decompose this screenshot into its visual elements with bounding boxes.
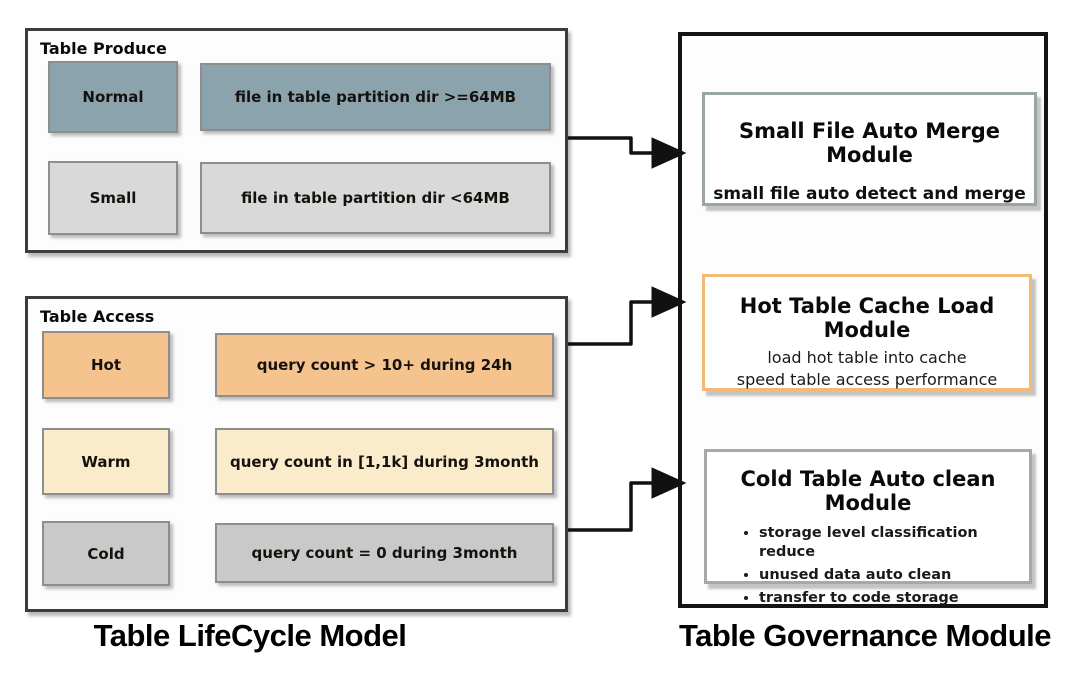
access-rule-hot: query count > 10+ during 24h: [215, 333, 554, 397]
cache-module-line1: load hot table into cache: [767, 348, 967, 367]
merge-module-title: Small File Auto Merge Module: [739, 119, 1000, 167]
access-rule-cold: query count = 0 during 3month: [215, 523, 554, 583]
produce-state-normal: Normal: [48, 61, 178, 133]
table-access-title: Table Access: [40, 307, 155, 326]
hot-table-cache-load-module: Hot Table Cache Load Module load hot tab…: [702, 274, 1032, 391]
table-produce-panel: Table Produce Normal file in table parti…: [25, 28, 568, 253]
produce-rule-normal: file in table partition dir >=64MB: [200, 63, 551, 131]
arrow-hot-to-cache: [568, 286, 687, 346]
clean-module-bullet: transfer to code storage: [759, 589, 1029, 608]
clean-module-bullet: unused data auto clean: [759, 566, 1029, 585]
cache-module-title: Hot Table Cache Load Module: [739, 294, 995, 342]
cold-table-auto-clean-module: Cold Table Auto clean Module storage lev…: [704, 449, 1032, 606]
lifecycle-caption: Table LifeCycle Model: [93, 618, 407, 653]
cache-module-line2: speed table access performance: [736, 369, 998, 389]
clean-module-bullet-list: storage level classification reduce unus…: [707, 524, 1029, 607]
small-file-auto-merge-module: Small File Auto Merge Module small file …: [702, 92, 1037, 206]
governance-caption: Table Governance Module: [678, 618, 1052, 653]
produce-state-small: Small: [48, 161, 178, 235]
governance-panel: Small File Auto Merge Module small file …: [678, 32, 1048, 608]
table-access-panel: Table Access Hot query count > 10+ durin…: [25, 296, 568, 612]
arrow-produce-to-merge: [568, 136, 687, 169]
access-state-hot: Hot: [42, 331, 170, 399]
cache-module-description: load hot table into cache speed table ac…: [705, 347, 1029, 390]
clean-module-bullet: storage level classification reduce: [759, 524, 1029, 562]
clean-module-title: Cold Table Auto clean Module: [740, 467, 996, 515]
access-rule-warm: query count in [1,1k] during 3month: [215, 428, 554, 495]
table-produce-title: Table Produce: [40, 39, 167, 58]
merge-module-subtitle: small file auto detect and merge: [713, 184, 1026, 204]
access-state-cold: Cold: [42, 521, 170, 586]
access-state-warm: Warm: [42, 428, 170, 495]
produce-rule-small: file in table partition dir <64MB: [200, 162, 551, 234]
arrow-cold-to-clean: [568, 467, 687, 532]
